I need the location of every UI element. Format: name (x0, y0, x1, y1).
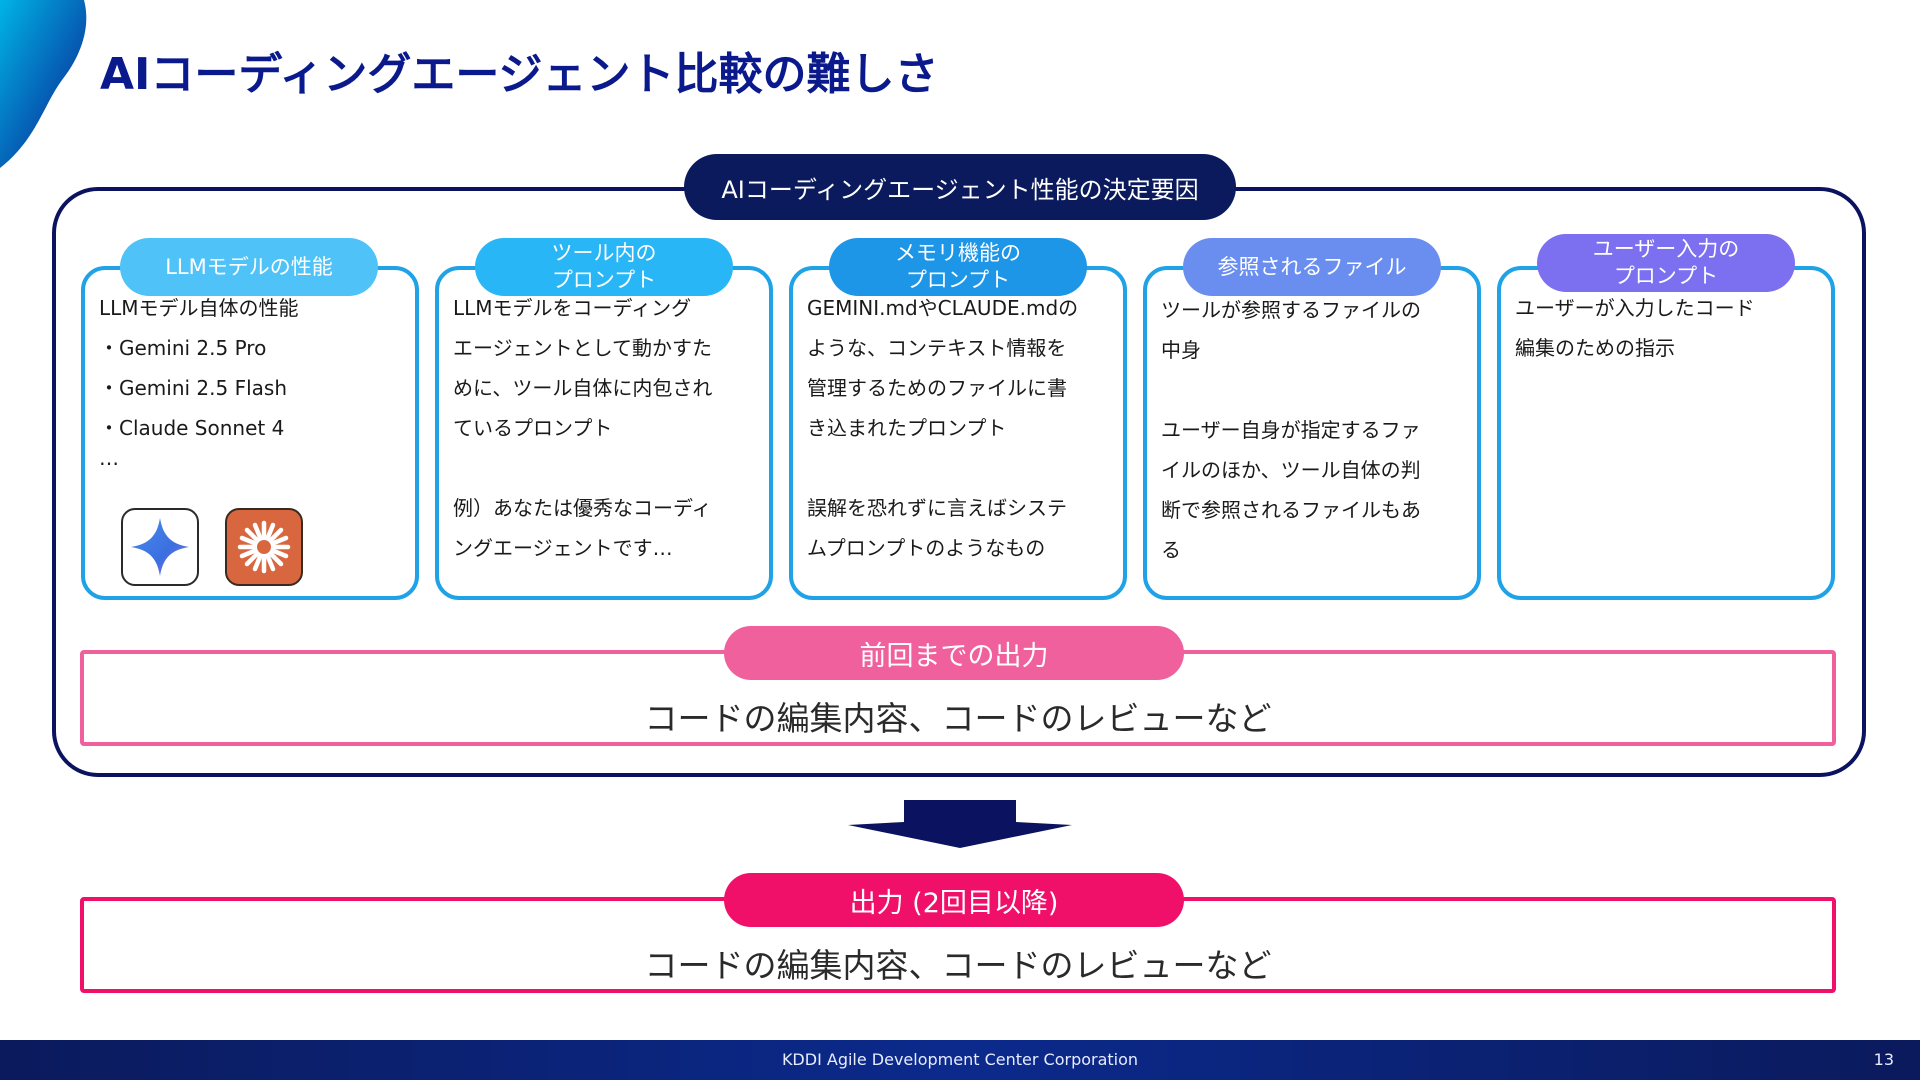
footer-company: KDDI Agile Development Center Corporatio… (781, 1050, 1139, 1069)
card-line: 断で参照されるファイルもあ (1161, 498, 1421, 522)
card-line: ・Claude Sonnet 4 (99, 416, 285, 440)
card-user-prompt: ユーザーが入力したコード 編集のための指示 (1497, 266, 1835, 600)
card-referenced-files: ツールが参照するファイルの 中身 ユーザー自身が指定するファ イルのほか、ツール… (1143, 266, 1481, 600)
card-line: ツールが参照するファイルの (1161, 298, 1421, 322)
card-line: イルのほか、ツール自体の判 (1161, 458, 1421, 482)
card-line: LLMモデル自体の性能 (99, 296, 299, 320)
card-llm-model: LLMモデル自体の性能 ・Gemini 2.5 Pro ・Gemini 2.5 … (81, 266, 419, 600)
card-line: き込まれたプロンプト (807, 416, 1007, 440)
corner-decoration (0, 0, 87, 168)
output-box (80, 897, 1836, 993)
card-llm-body: LLMモデル自体の性能 ・Gemini 2.5 Pro ・Gemini 2.5 … (99, 288, 299, 468)
card-line: 編集のための指示 (1515, 336, 1675, 360)
card-line: … (99, 446, 119, 470)
card-memory-label: メモリ機能の プロンプト (829, 238, 1087, 296)
card-tool-label: ツール内の プロンプト (475, 238, 733, 296)
claude-starburst-icon (225, 508, 303, 586)
previous-output-text: コードの編集内容、コードのレビューなど (644, 699, 1272, 738)
output-label: 出力 (2回目以降) (724, 873, 1184, 927)
card-llm-label: LLMモデルの性能 (120, 238, 378, 296)
card-line: ユーザー自身が指定するファ (1161, 418, 1421, 442)
card-tool-body: LLMモデルをコーディング エージェントとして動かすた めに、ツール自体に内包さ… (453, 288, 712, 568)
card-line: 中身 (1161, 338, 1201, 362)
card-memory-prompt: GEMINI.mdやCLAUDE.mdの ような、コンテキスト情報を 管理するた… (789, 266, 1127, 600)
card-line: 誤解を恐れずに言えばシステ (807, 496, 1067, 520)
previous-output-label: 前回までの出力 (724, 626, 1184, 680)
card-line: ングエージェントです… (453, 536, 673, 560)
card-line: めに、ツール自体に内包され (453, 376, 713, 400)
card-user-label: ユーザー入力の プロンプト (1537, 234, 1795, 292)
determinants-label: AIコーディングエージェント性能の決定要因 (684, 154, 1236, 220)
card-line: ような、コンテキスト情報を (807, 336, 1067, 360)
card-line: ユーザーが入力したコード (1515, 296, 1755, 320)
page-number: 13 (1873, 1050, 1894, 1069)
card-line: LLMモデルをコーディング (453, 296, 692, 320)
page-title: AIコーディングエージェント比較の難しさ (100, 49, 939, 100)
card-line: エージェントとして動かすた (453, 336, 712, 360)
card-line: GEMINI.mdやCLAUDE.mdの (807, 296, 1079, 320)
footer-bar: KDDI Agile Development Center Corporatio… (0, 1040, 1920, 1080)
down-arrow-icon (848, 800, 1072, 848)
card-line: 例）あなたは優秀なコーディ (453, 496, 712, 520)
card-files-body: ツールが参照するファイルの 中身 ユーザー自身が指定するファ イルのほか、ツール… (1161, 290, 1421, 570)
card-user-body: ユーザーが入力したコード 編集のための指示 (1515, 288, 1755, 368)
card-line: ・Gemini 2.5 Pro (99, 336, 267, 360)
card-line: ムプロンプトのようなもの (807, 536, 1046, 560)
card-tool-prompt: LLMモデルをコーディング エージェントとして動かすた めに、ツール自体に内包さ… (435, 266, 773, 600)
gemini-sparkle-icon (121, 508, 199, 586)
card-line: ているプロンプト (453, 416, 613, 440)
card-line: ・Gemini 2.5 Flash (99, 376, 288, 400)
card-files-label: 参照されるファイル (1183, 238, 1441, 296)
output-text: コードの編集内容、コードのレビューなど (644, 946, 1272, 985)
card-line: 管理するためのファイルに書 (807, 376, 1067, 400)
card-line: る (1161, 538, 1181, 562)
card-memory-body: GEMINI.mdやCLAUDE.mdの ような、コンテキスト情報を 管理するた… (807, 288, 1078, 568)
